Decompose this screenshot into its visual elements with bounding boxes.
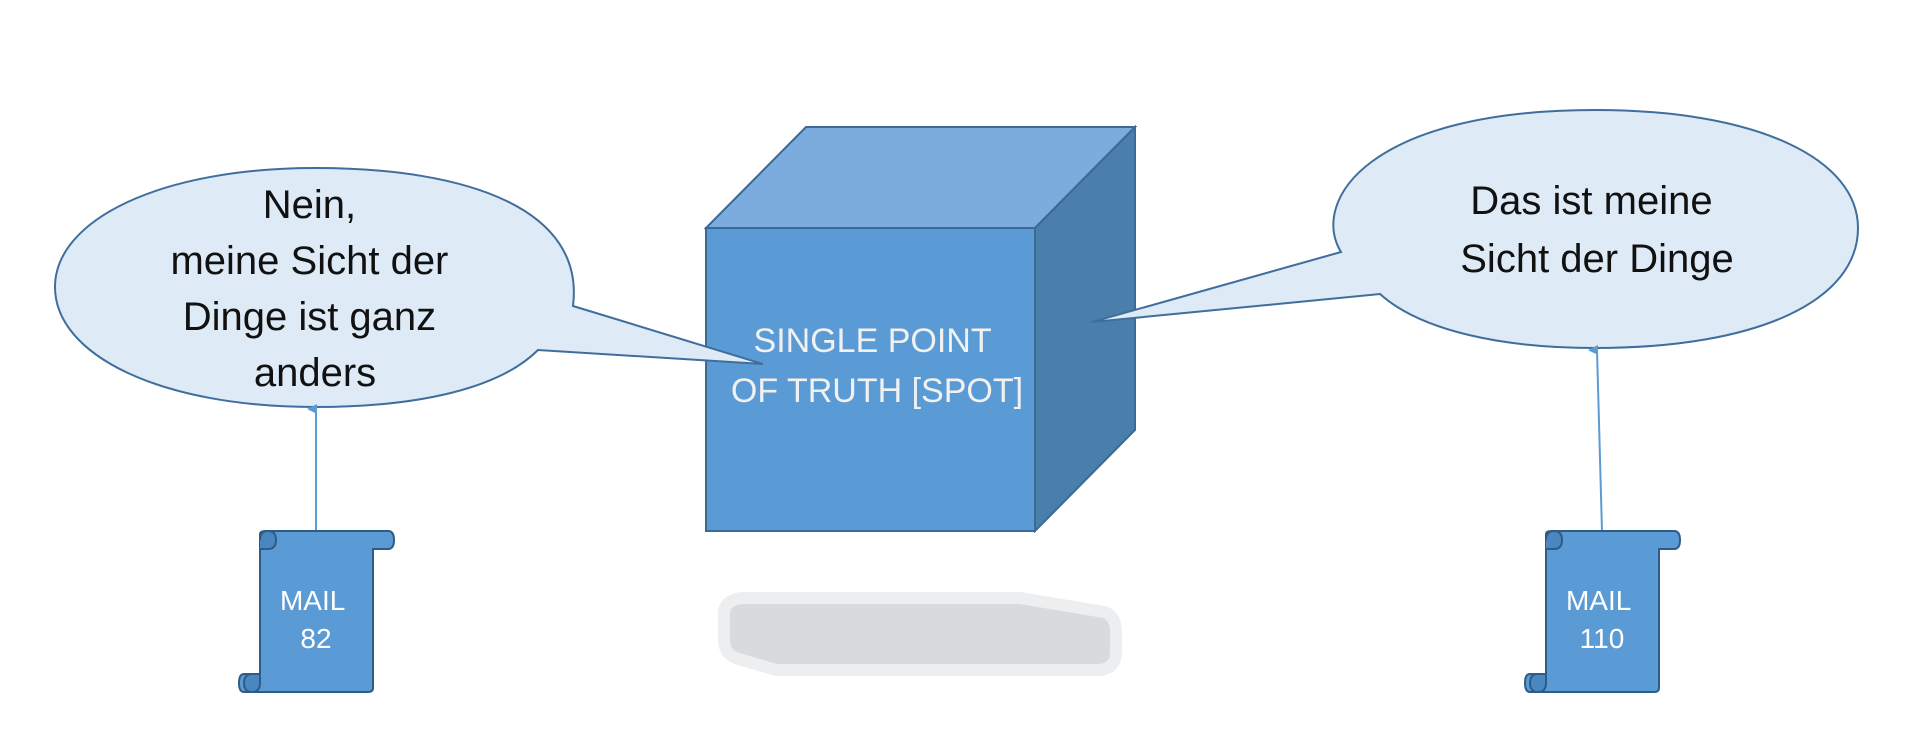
left-mail-scroll: MAIL 82 (237, 529, 396, 694)
right-scroll-line-1: MAIL (1566, 585, 1631, 616)
left-scroll-line-1: MAIL (280, 585, 345, 616)
cube-front-face (705, 227, 1036, 532)
right-bubble-line-1: Das ist meine (1470, 179, 1712, 223)
left-bubble-shape (53, 166, 764, 409)
left-bubble-text: Nein, meine Sicht der Dinge ist ganz and… (170, 183, 459, 395)
right-arrow (1588, 344, 1603, 532)
right-scroll-text: MAIL 110 (1566, 585, 1638, 654)
right-scroll-top-curl (1545, 529, 1564, 550)
left-scroll-line-2: 82 (300, 623, 331, 654)
spot-cube: SINGLE POINT OF TRUTH [SPOT] (703, 124, 1138, 534)
right-scroll-bottom-curl (1528, 673, 1547, 694)
left-scroll-bottom-curl (242, 673, 261, 694)
right-scroll-line-2: 110 (1580, 623, 1625, 654)
right-bubble-shape (1091, 108, 1860, 350)
left-bubble-line-4: anders (254, 351, 376, 395)
right-speech-bubble: Das ist meine Sicht der Dinge (1091, 108, 1860, 350)
left-scroll-body (237, 530, 396, 693)
left-bubble-line-2: meine Sicht der (170, 239, 448, 283)
left-scroll-top-curl (259, 529, 278, 550)
cube-label-line-2: OF TRUTH [SPOT] (731, 372, 1023, 410)
cube-shadow (718, 592, 1122, 676)
cube-label-line-1: SINGLE POINT (754, 322, 991, 360)
right-bubble-text: Das ist meine Sicht der Dinge (1460, 179, 1733, 281)
cube-label: SINGLE POINT OF TRUTH [SPOT] (731, 322, 1023, 410)
right-scroll-body (1523, 530, 1682, 693)
right-bubble-line-2: Sicht der Dinge (1460, 237, 1733, 281)
left-bubble-line-1: Nein, (263, 183, 356, 227)
right-mail-scroll: MAIL 110 (1523, 529, 1682, 694)
left-bubble-line-3: Dinge ist ganz (183, 295, 436, 339)
left-speech-bubble: Nein, meine Sicht der Dinge ist ganz and… (53, 166, 764, 409)
left-scroll-text: MAIL 82 (280, 585, 352, 654)
